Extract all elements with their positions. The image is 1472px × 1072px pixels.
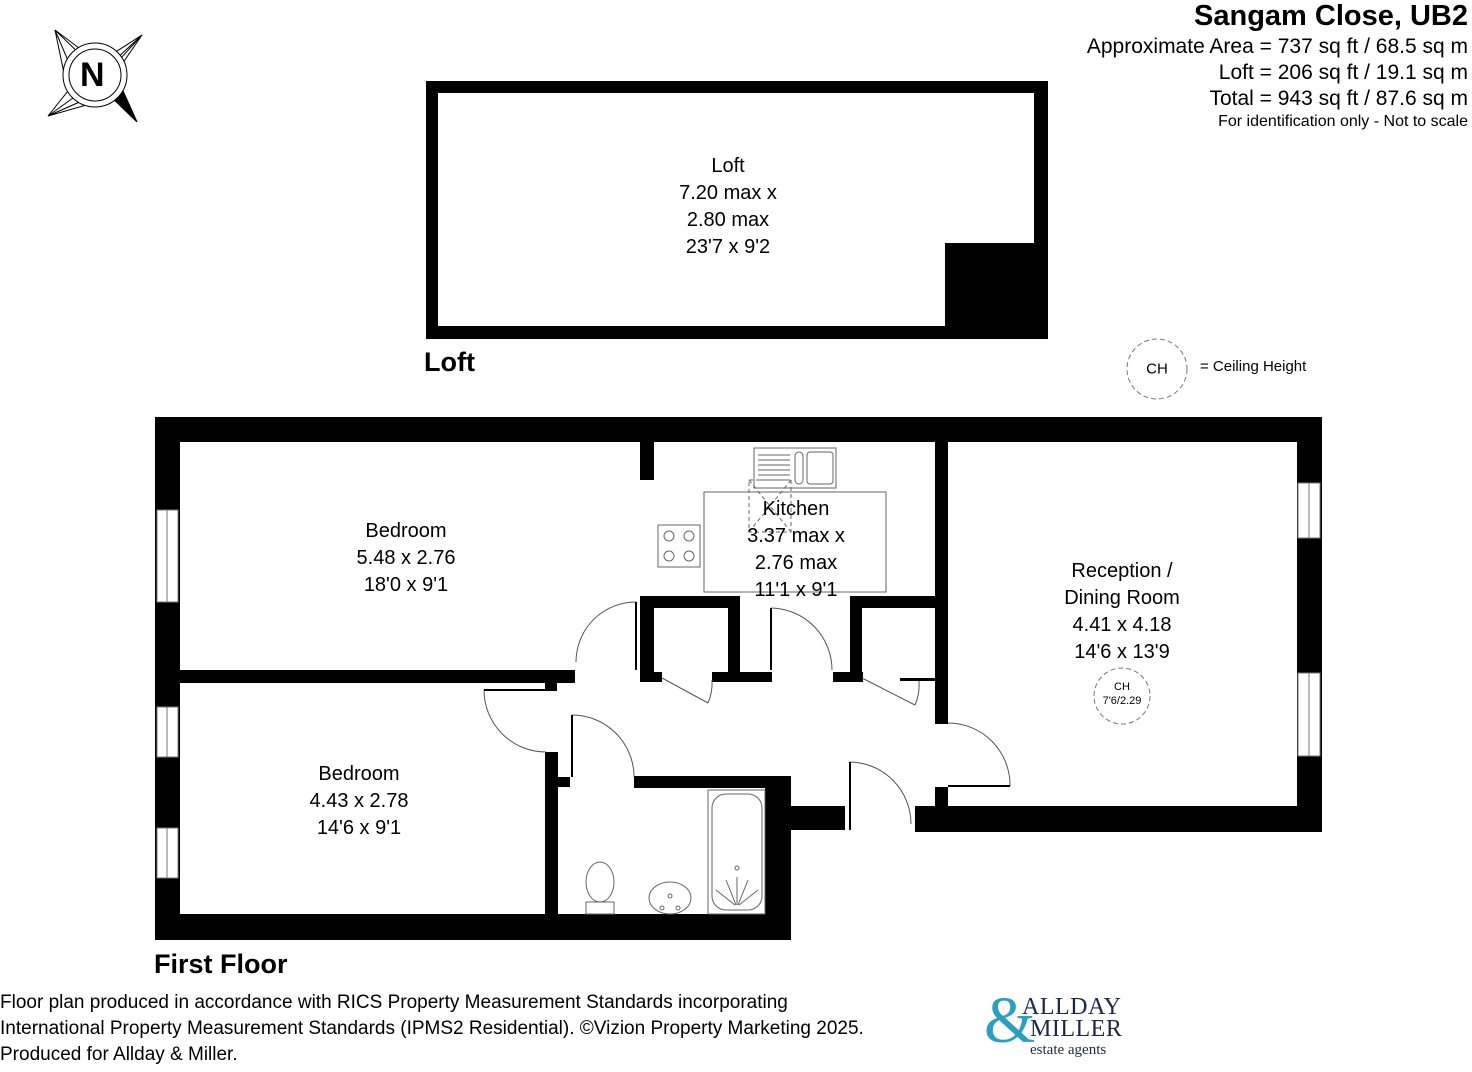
footer-line: Produced for Allday & Miller. xyxy=(0,1044,238,1065)
room-label-bedroom-2: Bedroom 4.43 x 2.78 14'6 x 9'1 xyxy=(310,761,409,842)
room-dimension: 3.37 max x xyxy=(747,525,845,547)
legend-ceiling-height: = Ceiling Height xyxy=(1200,358,1307,375)
disclaimer: For identification only - Not to scale xyxy=(1218,113,1468,130)
property-title: Sangam Close, UB2 xyxy=(1194,0,1468,32)
room-label-kitchen: Kitchen 3.37 max x 2.76 max 11'1 x 9'1 xyxy=(747,496,845,604)
room-name: Kitchen xyxy=(762,498,830,520)
compass-north-icon xyxy=(47,29,143,123)
compass-north-label: N xyxy=(80,56,105,94)
room-dimension: 4.43 x 2.78 xyxy=(309,790,409,812)
room-dimension-imperial: 11'1 x 9'1 xyxy=(754,579,838,601)
logo-word-allday: ALLDAY xyxy=(1022,994,1122,1020)
allday-miller-logo: & ALLDAY MILLER estate agents xyxy=(984,988,1154,1064)
logo-word-miller: MILLER xyxy=(1030,1016,1123,1042)
room-dimension: 7.20 max x xyxy=(679,182,777,204)
logo-ampersand: & xyxy=(984,984,1036,1057)
ceiling-height-label: CH xyxy=(1114,681,1130,693)
floor-label-loft: Loft xyxy=(424,347,475,377)
loft-plan xyxy=(426,81,1048,339)
loft-area: Loft = 206 sq ft / 19.1 sq m xyxy=(1218,61,1468,84)
room-dimension: 2.80 max xyxy=(686,209,770,231)
floor-label-first-floor: First Floor xyxy=(154,949,288,979)
legend-ch-symbol: CH xyxy=(1146,360,1168,378)
reception-ceiling-height: CH 7'6/2.29 xyxy=(1103,680,1142,708)
room-dimension-imperial: 14'6 x 9'1 xyxy=(316,817,402,839)
room-label-loft: Loft 7.20 max x 2.80 max 23'7 x 9'2 xyxy=(679,153,777,261)
property-header: Sangam Close, UB2 Approximate Area = 737… xyxy=(1087,0,1468,130)
room-dimension-imperial: 14'6 x 13'9 xyxy=(1074,641,1170,663)
footer-line: Floor plan produced in accordance with R… xyxy=(0,992,788,1013)
first-floor-plan xyxy=(155,417,1322,940)
footer-notice: Floor plan produced in accordance with R… xyxy=(0,990,864,1068)
room-label-reception: Reception / Dining Room 4.41 x 4.18 14'6… xyxy=(1064,558,1180,666)
room-dimension: 2.76 max xyxy=(754,552,838,574)
room-dimension-imperial: 23'7 x 9'2 xyxy=(685,236,771,258)
room-label-bedroom-1: Bedroom 5.48 x 2.76 18'0 x 9'1 xyxy=(357,518,456,599)
approximate-area: Approximate Area = 737 sq ft / 68.5 sq m xyxy=(1086,35,1468,58)
room-dimension: 4.41 x 4.18 xyxy=(1072,614,1172,636)
room-name: Reception / xyxy=(1071,560,1173,582)
room-name: Bedroom xyxy=(318,763,400,785)
room-name: Loft xyxy=(711,155,745,177)
logo-tagline: estate agents xyxy=(1030,1042,1107,1058)
room-dimension: 5.48 x 2.76 xyxy=(356,547,456,569)
footer-line: International Property Measurement Stand… xyxy=(0,1018,864,1039)
room-dimension-imperial: 18'0 x 9'1 xyxy=(363,574,449,596)
ceiling-height-value: 7'6/2.29 xyxy=(1102,695,1142,707)
room-name: Bedroom xyxy=(365,520,447,542)
room-name: Dining Room xyxy=(1064,587,1180,609)
ceiling-height-legend-icon xyxy=(1126,338,1188,400)
total-area: Total = 943 sq ft / 87.6 sq m xyxy=(1209,87,1468,110)
